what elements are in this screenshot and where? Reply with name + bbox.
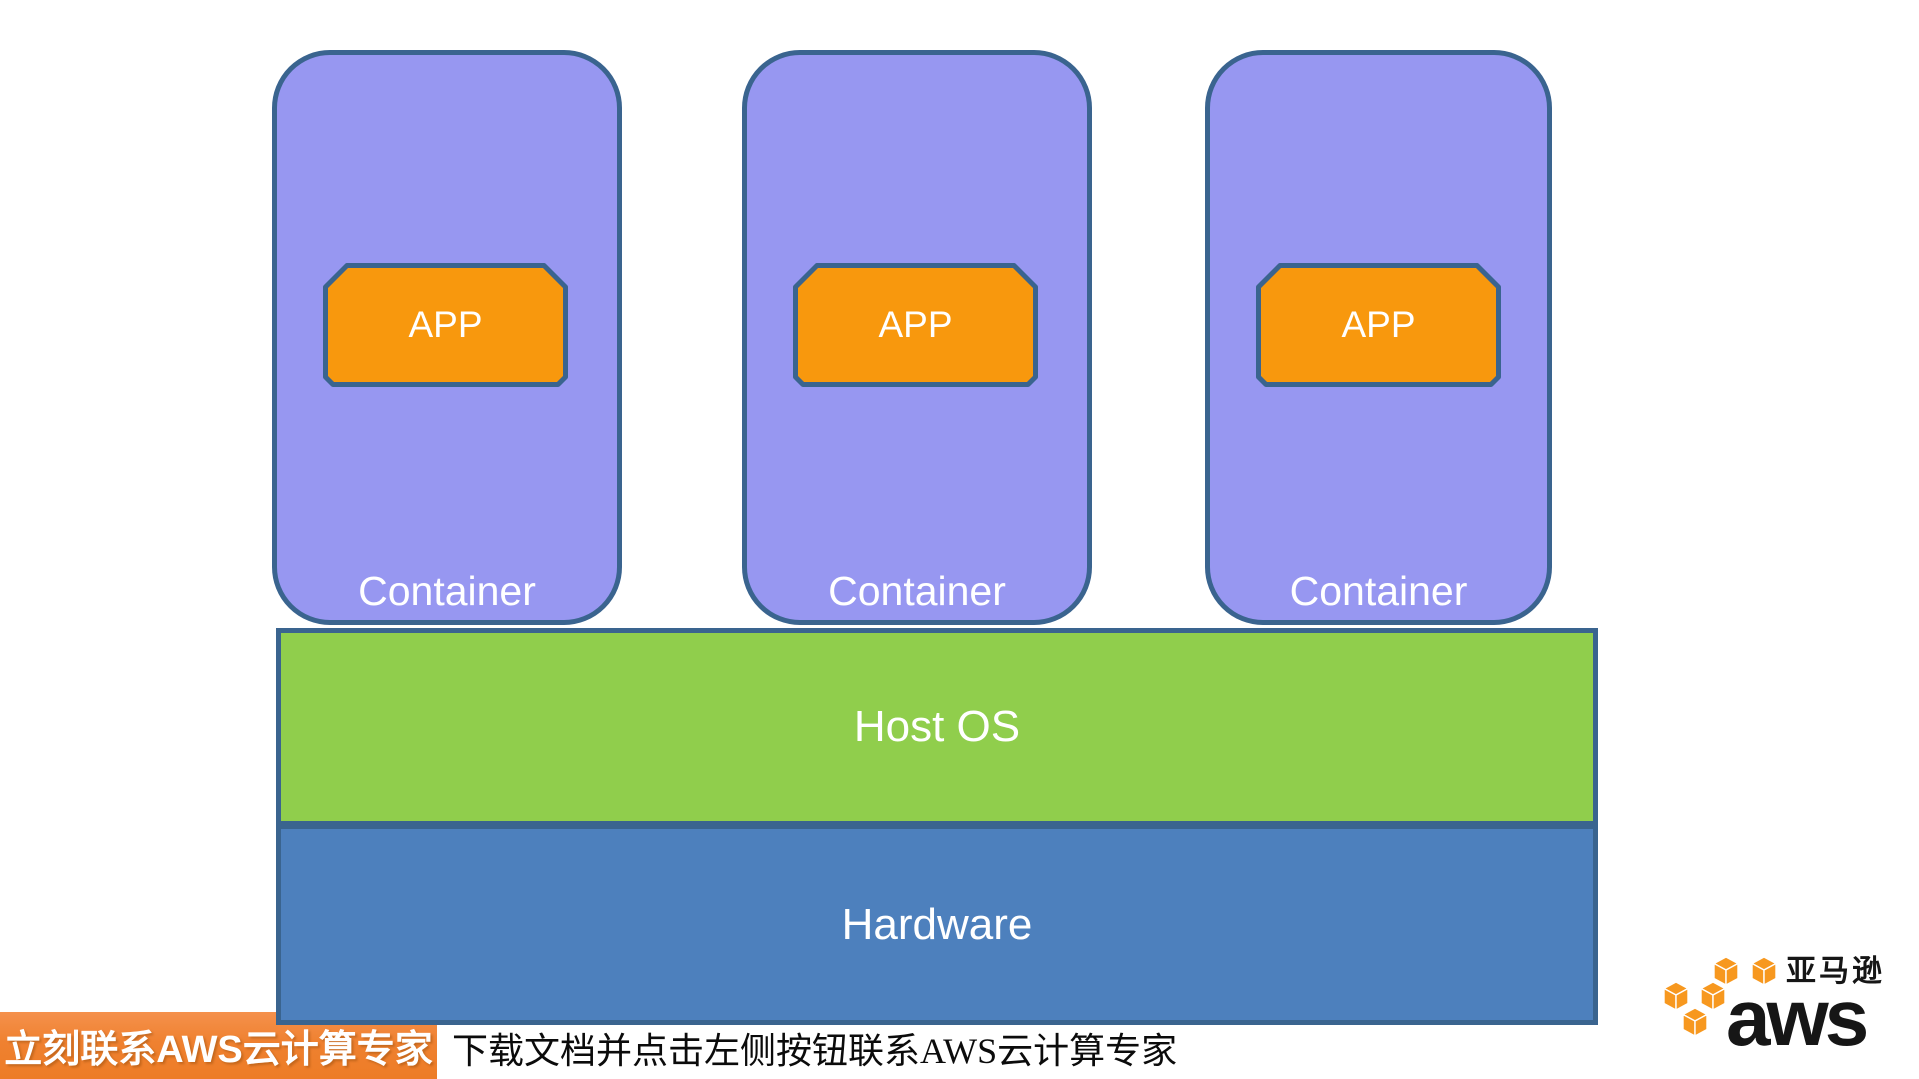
app-label: APP bbox=[1341, 304, 1416, 345]
hardware-label: Hardware bbox=[841, 899, 1033, 949]
app-box-1: APP bbox=[323, 263, 568, 387]
hardware-layer: Hardware bbox=[276, 824, 1598, 1025]
app-box-3: APP bbox=[1256, 263, 1501, 387]
container-box-2: APP Container bbox=[742, 50, 1092, 625]
download-caption: 下载文档并点击左侧按钮联系AWS云计算专家 bbox=[452, 1031, 1178, 1071]
container-label: Container bbox=[828, 568, 1006, 614]
amazon-chinese-label: 亚马逊 bbox=[1786, 955, 1885, 988]
container-label: Container bbox=[358, 568, 536, 614]
aws-logo: 亚马逊 aws bbox=[1652, 944, 1892, 1056]
app-shape bbox=[793, 263, 1038, 387]
app-label: APP bbox=[408, 304, 483, 345]
host-os-label: Host OS bbox=[853, 702, 1021, 751]
app-box-2: APP bbox=[793, 263, 1038, 387]
app-label: APP bbox=[878, 304, 953, 345]
aws-logo-svg: 亚马逊 aws bbox=[1663, 955, 1885, 1056]
container-box-1: APP Container bbox=[272, 50, 622, 625]
contact-banner-label: 立刻联系AWS云计算专家 bbox=[4, 1029, 433, 1071]
app-shape bbox=[323, 263, 568, 387]
container-label: Container bbox=[1289, 568, 1468, 614]
app-shape bbox=[1256, 263, 1501, 387]
host-os-layer: Host OS bbox=[276, 628, 1598, 826]
container-box-3: APP Container bbox=[1205, 50, 1552, 625]
aws-wordmark: aws bbox=[1726, 973, 1867, 1056]
